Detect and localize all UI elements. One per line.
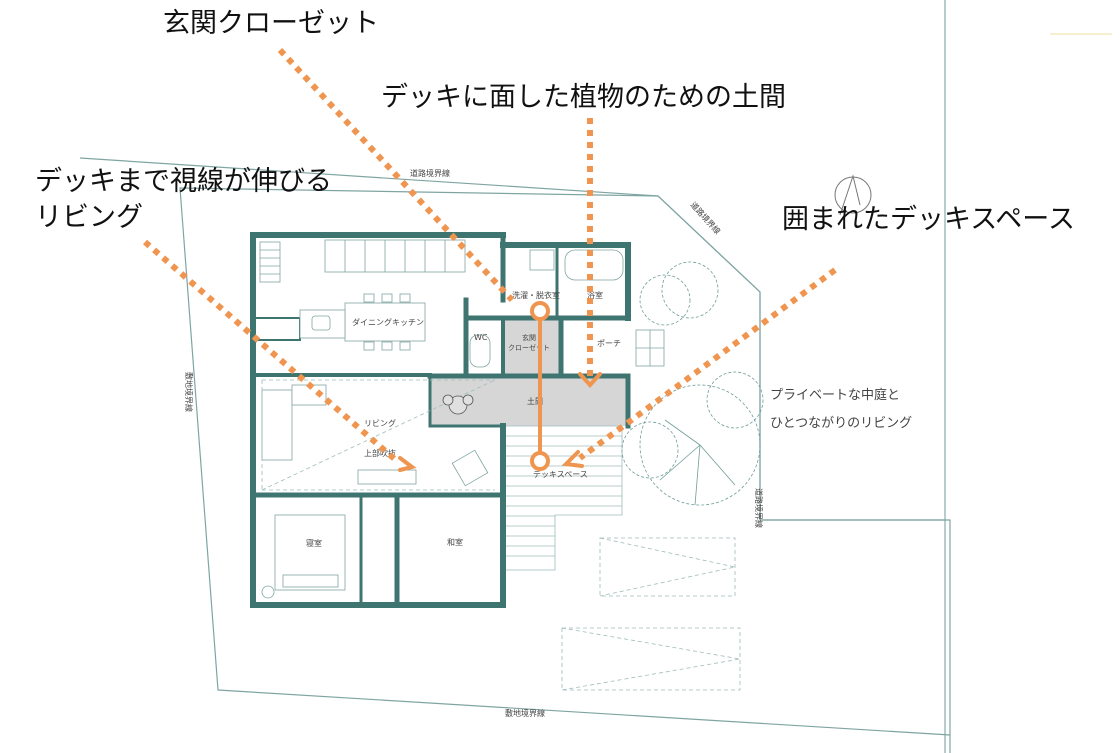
room-label-porch: ポーチ (597, 339, 621, 348)
dining-table (344, 293, 426, 351)
room-label-living: リビング (364, 418, 396, 428)
note-line1: プライベートな中庭と (770, 388, 901, 403)
plant-icon (442, 394, 474, 415)
tree-icon (621, 261, 764, 506)
room-label-washroom: 洗濯・脱衣室 (512, 290, 560, 300)
room-label-deck: デッキスペース (533, 469, 588, 479)
road-boundary-label-right: 道路境界線 (754, 488, 764, 528)
site-boundary-label-left: 敷地境界線 (184, 372, 194, 412)
callout-deck-space: 囲まれたデッキスペース (782, 204, 1075, 235)
porch-window (635, 329, 665, 367)
callout-arrowheads (398, 372, 602, 472)
callout-living-line1: デッキまで視線が伸びる (35, 166, 332, 197)
site-boundary-line (179, 187, 951, 753)
house-walls (250, 232, 631, 608)
site-boundary-label-bottom: 敷地境界線 (505, 708, 545, 718)
room-label-bath: 浴室 (587, 290, 603, 300)
callout-plant-doma: デッキに面した植物のための土間 (381, 82, 786, 113)
parking-space (561, 537, 741, 691)
north-arrow-icon (834, 174, 872, 216)
bed (261, 514, 346, 599)
room-label-japanese: 和室 (447, 537, 463, 547)
room-label-wc: WC (474, 333, 488, 342)
staircase (259, 239, 466, 283)
callout-entrance-closet: 玄関クローゼット (163, 8, 379, 39)
leader-deck (578, 267, 837, 461)
note-line2: ひとつながりのリビング (770, 416, 913, 431)
room-label-void: 上部吹抜 (364, 448, 396, 458)
room-label-doma: 土間 (527, 396, 543, 406)
room-label-bedroom: 寝室 (306, 538, 322, 548)
room-label-closet-1: 玄関 (522, 333, 536, 342)
room-label-closet-2: クローゼット (508, 343, 550, 352)
callout-living-line2: リビング (35, 202, 143, 233)
closet-area (503, 318, 561, 376)
road-boundary-label-top-right: 道路境界線 (689, 200, 723, 236)
living-furniture (261, 384, 489, 487)
leader-living (143, 239, 400, 465)
kitchen-counter (299, 309, 346, 339)
leader-entrance-closet (277, 47, 515, 303)
bath-fixtures (469, 249, 624, 368)
entrance-path-line (530, 301, 550, 471)
road-boundary-label-top: 道路境界線 (410, 168, 450, 178)
deck-floor (502, 425, 623, 571)
room-label-dining: ダイニングキッチン (352, 317, 424, 327)
callout-leader-lines (143, 47, 837, 465)
